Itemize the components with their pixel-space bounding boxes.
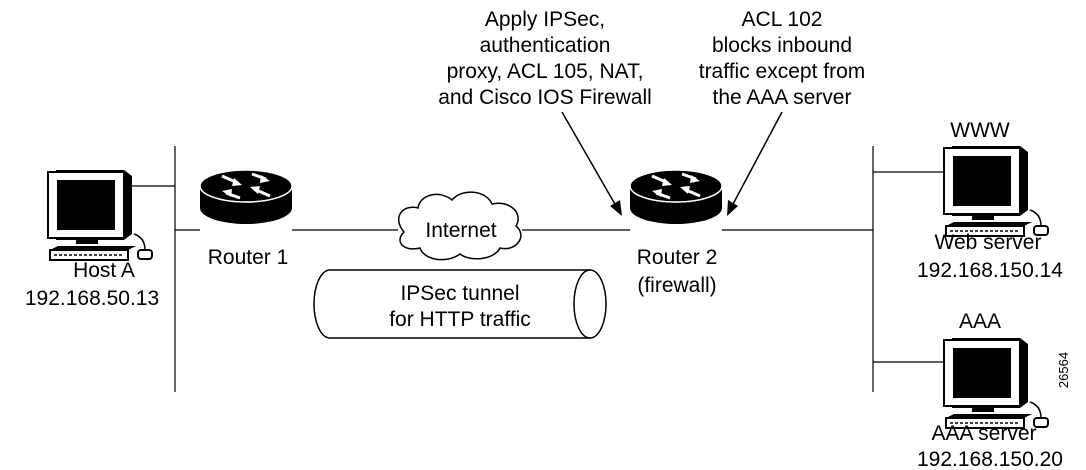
annotation-left: Apply IPSec, authentication proxy, ACL 1… — [438, 8, 652, 216]
ipsec-tunnel: IPSec tunnel for HTTP traffic — [313, 269, 607, 339]
aaa-server-tag: AAA — [959, 310, 1001, 333]
router-2: Router 2 (firewall) — [628, 168, 724, 297]
annotation-right-line2: blocks inbound — [712, 34, 852, 57]
annotation-right-line4: the AAA server — [713, 86, 852, 109]
host-a-name: Host A — [73, 259, 135, 282]
internet: Internet — [398, 191, 522, 261]
aaa-server-name: AAA server — [931, 422, 1036, 445]
host-a: Host A 192.168.50.13 — [25, 169, 159, 310]
router-1-icon — [198, 168, 294, 226]
annotation-right-line1: ACL 102 — [742, 8, 823, 31]
host-a-ip: 192.168.50.13 — [25, 287, 159, 310]
web-server-ip: 192.168.150.14 — [917, 259, 1063, 282]
annotation-left-arrowhead — [610, 200, 622, 216]
aaa-server-computer-icon — [943, 337, 1049, 429]
web-server-computer-icon — [943, 145, 1049, 237]
network-links — [128, 146, 952, 392]
router-1-name: Router 1 — [208, 246, 289, 269]
aaa-server: AAA AAA server 192.168.150.20 — [917, 310, 1063, 470]
host-a-computer-icon — [47, 169, 153, 261]
router-1: Router 1 — [198, 168, 294, 269]
annotation-right-line3: traffic except from — [699, 60, 866, 83]
router-2-icon — [628, 168, 724, 226]
web-server: WWW Web server 192.168.150.14 — [917, 119, 1063, 282]
annotation-left-line1: Apply IPSec, — [485, 8, 605, 31]
tunnel-label-line2: for HTTP traffic — [389, 308, 531, 331]
annotation-left-line4: and Cisco IOS Firewall — [438, 86, 652, 109]
tunnel-label-line1: IPSec tunnel — [400, 282, 519, 305]
router-2-role: (firewall) — [637, 274, 716, 297]
tunnel-end-cap — [573, 269, 591, 339]
annotation-right-arrowhead — [727, 200, 738, 216]
aaa-server-ip: 192.168.150.20 — [917, 448, 1063, 470]
annotation-left-line2: authentication — [480, 34, 611, 57]
figure-id: 26564 — [1056, 352, 1071, 388]
web-server-name: Web server — [935, 231, 1042, 254]
internet-label: Internet — [425, 219, 496, 242]
cloud-icon — [398, 191, 522, 261]
router-2-name: Router 2 — [637, 246, 718, 269]
annotation-left-arrow — [561, 111, 617, 207]
annotation-left-line3: proxy, ACL 105, NAT, — [447, 60, 644, 83]
annotation-right: ACL 102 blocks inbound traffic except fr… — [699, 8, 866, 216]
annotation-right-arrow — [731, 111, 783, 207]
web-server-tag: WWW — [950, 119, 1010, 142]
